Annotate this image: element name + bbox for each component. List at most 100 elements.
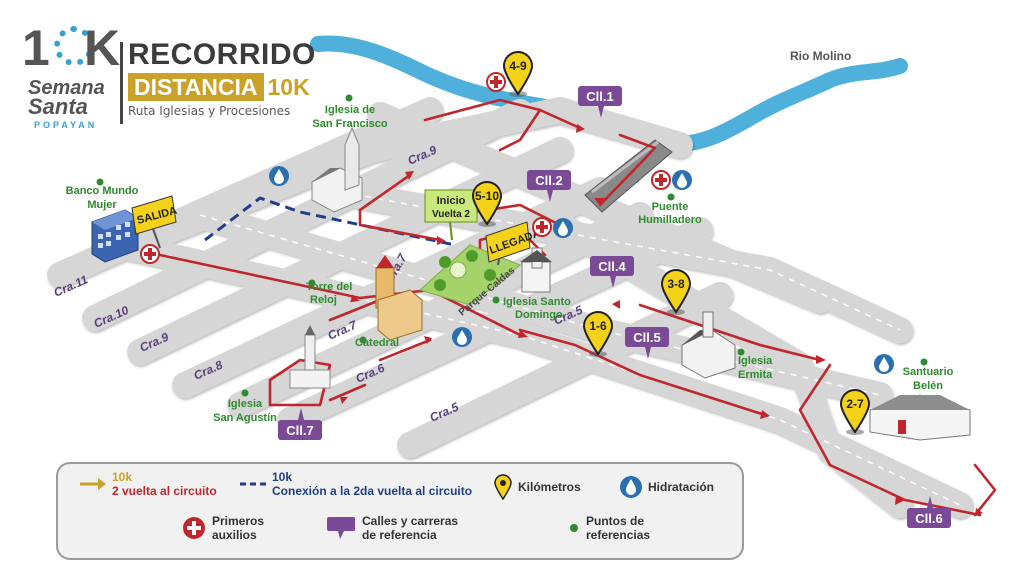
km-marker: 5-10: [471, 181, 503, 227]
legend-points-2: referencias: [586, 528, 651, 542]
water-drop-icon: [672, 170, 692, 190]
callout-label: Cll.2: [535, 173, 562, 188]
legend-hydration-text: Hidratación: [648, 480, 715, 494]
legend-route: 10k 2 vuelta al circuito: [78, 470, 217, 498]
reference-dots: [96, 94, 928, 397]
water-drop-icon: [269, 166, 289, 186]
callout-label: Cll.4: [598, 259, 626, 274]
legend-streets-2: de referencia: [362, 528, 437, 542]
km-marker-icon: [494, 474, 512, 500]
legend-km: Kilómetros: [494, 474, 581, 500]
km-marker-label: 1-6: [589, 319, 607, 333]
label-san-francisco-2: San Francisco: [312, 118, 387, 130]
callout-label: Cll.6: [915, 511, 942, 526]
legend-points: Puntos de referencias: [568, 514, 650, 542]
callout-cll5: Cll.5: [625, 327, 669, 359]
callout-label: Cll.5: [633, 330, 660, 345]
legend-hydration: Hidratación: [620, 474, 714, 500]
legend-connection: 10k Conexión a la 2da vuelta al circuito: [238, 470, 472, 498]
legend-first-aid: Primeros auxilios: [182, 514, 264, 542]
label-belen-1: Santuario: [903, 366, 954, 378]
banco-mundo-mujer-building: [91, 209, 139, 263]
label-torre-2: Reloj: [310, 294, 337, 306]
legend-points-1: Puntos de: [586, 514, 645, 528]
vuelta-text: Vuelta 2: [432, 209, 470, 220]
legend-conn-k: 10k: [272, 470, 293, 484]
first-aid-icon: [486, 72, 506, 92]
km-marker: 2-7: [839, 389, 871, 435]
iglesia-ermita-building: [681, 311, 736, 379]
llegada-sign: LLEGADA: [485, 221, 542, 266]
legend-route-k: 10k: [112, 470, 133, 484]
label-banco-2: Mujer: [87, 199, 117, 211]
legend-first-aid-2: auxilios: [212, 528, 257, 542]
label-san-agustin-2: San Agustín: [213, 412, 277, 424]
km-marker-label: 3-8: [667, 277, 685, 291]
legend-first-aid-1: Primeros: [212, 514, 265, 528]
km-marker-label: 4-9: [509, 59, 527, 73]
green-dot-icon: [570, 524, 578, 532]
title-distancia: DISTANCIA: [128, 73, 264, 101]
hydration-points: [269, 166, 894, 374]
label-catedral: Catedral: [355, 337, 399, 349]
water-drop-icon: [452, 327, 472, 347]
water-drop-icon: [874, 354, 894, 374]
label-ermita-1: Iglesia: [738, 355, 773, 367]
callout-cll4: Cll.4: [590, 256, 634, 288]
river-label: Rio Molino: [790, 49, 851, 63]
callout-cll7: Cll.7: [278, 408, 322, 440]
title-recorrido: RECORRIDO: [128, 38, 316, 71]
legend-panel: 10k 2 vuelta al circuito 10k Conexión a …: [56, 462, 744, 560]
first-aid-points: [140, 72, 671, 264]
salida-sign: SALIDA: [131, 195, 178, 249]
logo-semana: Semana: [28, 77, 105, 99]
label-san-francisco-1: Iglesia de: [325, 104, 375, 116]
title-10k: 10K: [267, 74, 310, 100]
inicio-text: Inicio: [437, 195, 466, 207]
water-drop-icon: [620, 476, 642, 498]
label-ermita-2: Ermita: [738, 369, 773, 381]
catedral-building: [375, 255, 423, 341]
label-puente-2: Humilladero: [638, 214, 702, 226]
callout-label: Cll.1: [586, 89, 613, 104]
km-marker-label: 5-10: [475, 189, 499, 203]
callout-cll1: Cll.1: [578, 86, 622, 118]
santuario-belen-building: [869, 394, 971, 441]
first-aid-icon: [532, 217, 552, 237]
km-markers: 4-9 5-10 1-6 3-8 2-7: [471, 51, 871, 435]
first-aid-icon: [183, 517, 205, 539]
km-marker: 4-9: [502, 51, 534, 97]
callout-cll2: Cll.2: [527, 170, 571, 202]
legend-streets-1: Calles y carreras: [362, 514, 459, 528]
legend-route-desc: 2 vuelta al circuito: [112, 484, 217, 498]
label-torre-1: Torre del: [306, 281, 352, 293]
label-santo-domingo-2: Domingo: [515, 309, 563, 321]
logo-city: POPAYAN: [34, 120, 98, 130]
inicio-vuelta-sign: Inicio Vuelta 2: [424, 189, 478, 241]
label-santo-domingo-1: Iglesia Santo: [503, 296, 571, 308]
km-marker: 3-8: [660, 269, 692, 315]
logo-one: 1: [22, 20, 50, 76]
label-banco-1: Banco Mundo: [66, 185, 139, 197]
callout-cll6: Cll.6: [907, 496, 951, 528]
label-san-agustin-1: Iglesia: [228, 398, 263, 410]
iglesia-santo-domingo-building: [520, 247, 552, 293]
km-marker-label: 2-7: [846, 397, 864, 411]
connection-route-line: [204, 196, 456, 247]
dashed-line-icon: [240, 482, 266, 486]
event-logo: 1 K Semana Santa POPAYAN: [22, 20, 120, 130]
callout-label: Cll.7: [286, 423, 313, 438]
street-callout-icon: [327, 517, 355, 539]
title-divider: [120, 42, 123, 124]
first-aid-icon: [651, 170, 671, 190]
first-aid-icon: [140, 244, 160, 264]
logo-ring: [54, 26, 94, 66]
iglesia-san-francisco-building: [311, 126, 363, 213]
legend-km-text: Kilómetros: [518, 480, 581, 494]
label-puente-1: Puente: [652, 201, 689, 213]
logo-santa: Santa: [28, 94, 88, 119]
